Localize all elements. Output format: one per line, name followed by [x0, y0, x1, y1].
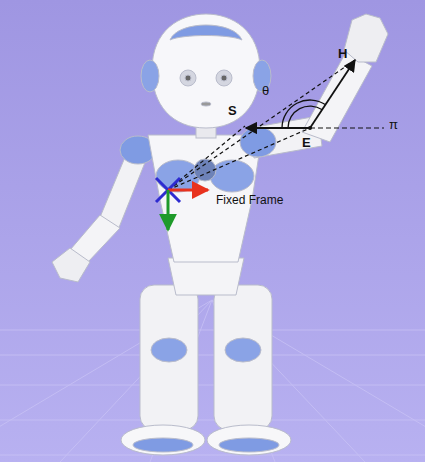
elbow-shoulder-vector: [246, 127, 310, 129]
fixed-frame-axes: [156, 178, 208, 230]
point-label: θ: [262, 84, 269, 98]
annotation-lines: [168, 60, 384, 190]
point-label: π: [389, 118, 398, 132]
dashed-line: [168, 60, 355, 190]
robot: [52, 14, 388, 455]
angle-arc: [282, 100, 326, 128]
point-label: H: [338, 47, 347, 61]
point-label: E: [302, 136, 311, 150]
joint-point: [308, 126, 312, 130]
point-label: S: [228, 104, 237, 118]
y-axis-arrow: [167, 190, 170, 230]
floor-grid: [0, 300, 425, 462]
frame-label: Fixed Frame: [216, 193, 283, 207]
angle-arc: [288, 106, 322, 128]
reference-line: [310, 127, 384, 128]
elbow-hand-vector: [310, 60, 355, 128]
dashed-line: [168, 128, 310, 190]
x-axis-arrow: [168, 189, 208, 192]
